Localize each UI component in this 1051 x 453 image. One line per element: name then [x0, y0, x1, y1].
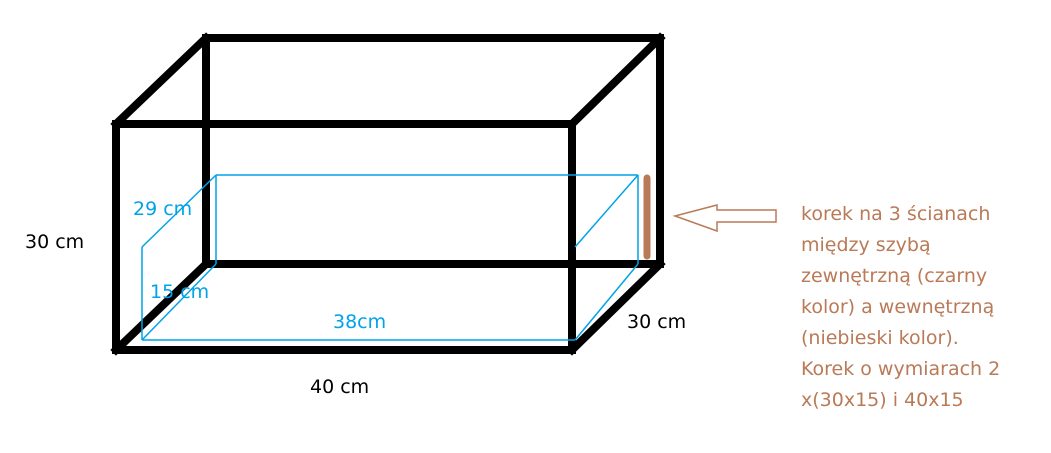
outer-edge-top-left	[110, 32, 212, 130]
outer-glass-box	[110, 32, 666, 356]
note-line: kolor) a wewnętrzną	[801, 296, 995, 318]
note-line: między szybą	[801, 234, 931, 256]
label-inner-depth: 15 cm	[150, 281, 210, 303]
label-outer-height: 30 cm	[25, 231, 85, 253]
note-line: (niebieski kolor).	[801, 327, 959, 349]
outer-edge-top-right	[566, 32, 666, 130]
label-inner-height: 29 cm	[133, 198, 193, 220]
label-inner-width: 38cm	[333, 311, 387, 333]
note-line: x(30x15) i 40x15	[801, 389, 964, 411]
inner-glass-box	[141, 174, 639, 341]
outer-back-face	[202, 34, 664, 268]
outer-edge-bottom-right	[566, 258, 666, 356]
inner-diag-right-bottom	[574, 263, 639, 341]
label-outer-width: 40 cm	[310, 376, 370, 398]
inner-diag-right-top	[574, 174, 639, 248]
cork-note: korek na 3 ścianach między szybą zewnętr…	[801, 199, 1000, 416]
inner-diag-left-top	[141, 174, 217, 248]
note-line: zewnętrzną (czarny	[801, 265, 988, 287]
note-line: Korek o wymiarach 2	[801, 358, 1001, 380]
arrow-left-icon	[672, 204, 777, 233]
label-outer-depth: 30 cm	[627, 311, 687, 333]
outer-front-face	[112, 120, 576, 354]
inner-diag-left-bottom	[141, 263, 217, 341]
outer-edge-bottom-left	[110, 258, 212, 356]
note-line: korek na 3 ścianach	[801, 203, 991, 225]
